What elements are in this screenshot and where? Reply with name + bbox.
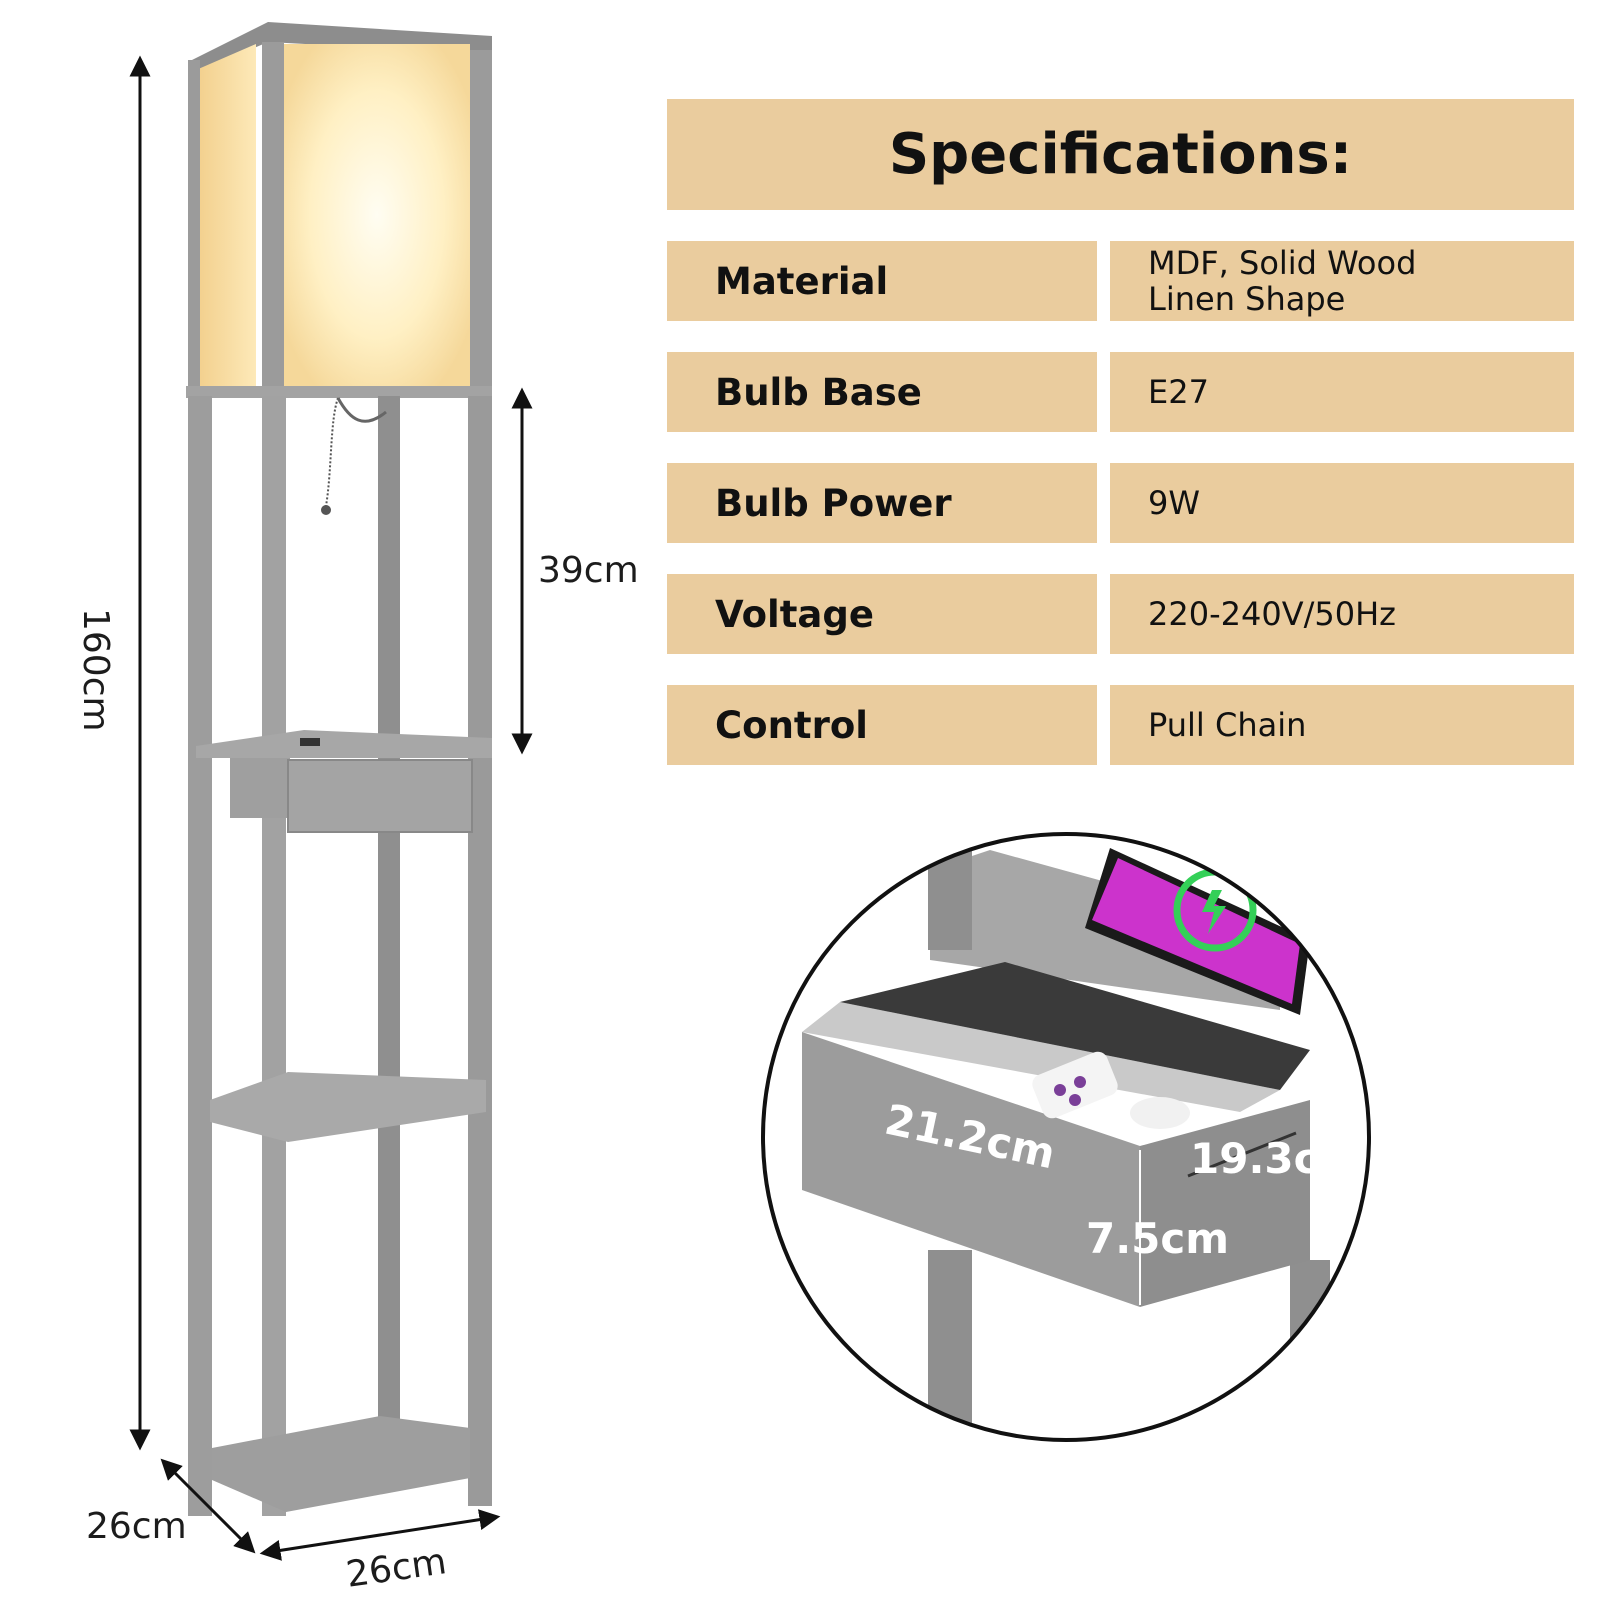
spec-value-control: Pull Chain: [1110, 685, 1574, 765]
spec-label-bulb-power: Bulb Power: [667, 463, 1097, 543]
specifications-title: Specifications:: [667, 99, 1574, 210]
drawer-height-label: 7.5cm: [1086, 1214, 1230, 1263]
middle-shelf: [210, 1072, 486, 1142]
height-label: 160cm: [75, 608, 116, 732]
spec-value-material-line2: Linen Shape: [1148, 280, 1346, 318]
pull-chain-icon: [321, 397, 387, 515]
drawer-shelf: [196, 730, 492, 833]
shelf-gap-label: 39cm: [538, 550, 639, 591]
spec-label-voltage: Voltage: [667, 574, 1097, 654]
width-arrow: [259, 1509, 501, 1561]
spec-label-material: Material: [667, 241, 1097, 321]
spec-label-control: Control: [667, 685, 1097, 765]
spec-value-material-line1: MDF, Solid Wood: [1148, 244, 1417, 282]
depth-arrow: [160, 1458, 256, 1554]
drawer: [802, 962, 1310, 1307]
lamp-shade: [186, 42, 492, 398]
detail-circle-border: [761, 832, 1371, 1442]
bottom-shelf: [212, 1416, 470, 1512]
spec-value-bulb-power: 9W: [1110, 463, 1574, 543]
depth-label: 26cm: [86, 1506, 187, 1547]
spec-value-bulb-base: E27: [1110, 352, 1574, 432]
spec-value-voltage: 220-240V/50Hz: [1110, 574, 1574, 654]
drawer-depth-label: 19.3cm: [1190, 1134, 1363, 1183]
spec-value-material: MDF, Solid Wood Linen Shape: [1110, 241, 1574, 321]
lamp-frame: [188, 396, 492, 1516]
lamp-top-cap: [188, 22, 492, 76]
spec-label-bulb-base: Bulb Base: [667, 352, 1097, 432]
